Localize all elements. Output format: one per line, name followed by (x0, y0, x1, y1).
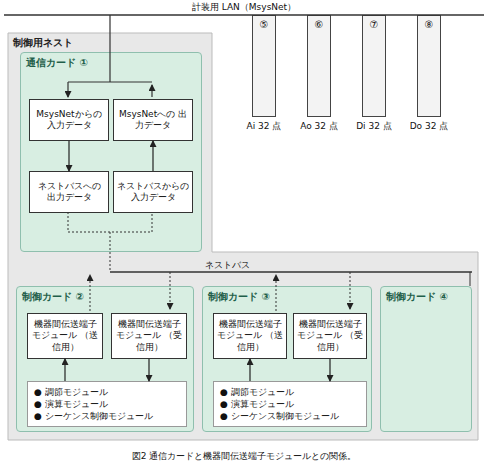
data-box: 機器間伝送端子 モジュール （送信用） (213, 313, 287, 359)
module-body: ⑦ (362, 15, 386, 117)
card-box: 制御カード ② 機器間伝送端子 モジュール （送信用） 機器間伝送端子 モジュール … (16, 286, 194, 432)
data-box: 機器間伝送端子 モジュール （受信用） (111, 313, 187, 359)
box-text: 機器間伝送端子 モジュール （送信用） (217, 319, 283, 353)
data-box: 機器間伝送端子 モジュール （送信用） (27, 313, 103, 359)
connector (329, 359, 330, 381)
module-body: ⑥ (307, 15, 331, 117)
callout-number: ⑤ (253, 19, 275, 30)
box-text: 機器間伝送端子 モジュール （送信用） (31, 319, 99, 353)
box-text: 機器間伝送端子 モジュール （受信用） (297, 319, 363, 353)
bus-link (350, 272, 351, 309)
connector (68, 141, 69, 171)
data-box: ネストバスからの 入力データ (113, 171, 193, 213)
io-module: ⑧ Do 32 点 (407, 15, 451, 139)
lan-in-arrow (67, 82, 68, 97)
callout-number: ⑧ (418, 19, 440, 30)
bus-link (90, 275, 91, 311)
nest-region (8, 33, 478, 440)
box-text: ネストバスからの 入力データ (117, 181, 189, 204)
module-body: ⑤ (252, 15, 276, 117)
connector (152, 141, 153, 171)
card-box: 制御カード ③ 機器間伝送端子 モジュール （送信用） 機器間伝送端子 モジュール … (202, 286, 372, 432)
connector (148, 359, 149, 381)
point-label: Do 32 点 (407, 120, 451, 133)
bus-drop (68, 212, 152, 272)
point-label: Di 32 点 (352, 120, 396, 133)
io-module: ⑤ Ai 32 点 (242, 15, 286, 139)
connector (64, 359, 65, 381)
point-label: Ao 32 点 (297, 120, 341, 133)
card-heading: 制御カード ② (22, 290, 84, 304)
lan-line (4, 14, 484, 15)
bus-link (170, 272, 171, 309)
list-item: ● 調節モジュール (34, 386, 180, 398)
box-text: MsysNetからの 入力データ (33, 109, 105, 132)
lan-drop (68, 15, 152, 82)
data-box: MsysNetからの 入力データ (29, 99, 109, 141)
card-heading: 制御用ネスト (13, 36, 73, 50)
lan-label: 計装用 LAN（MsysNet） (0, 1, 488, 14)
box-text: 機器間伝送端子 モジュール （受信用） (115, 319, 183, 353)
data-box: MsysNetへの 出力データ (113, 99, 193, 141)
list-item: ● 演算モジュール (34, 398, 180, 410)
point-label: Ai 32 点 (242, 120, 286, 133)
box-text: MsysNetへの 出力データ (117, 109, 189, 132)
card-box: 制御カード ④ (380, 286, 472, 432)
nest-bus-line (110, 271, 472, 272)
module-body: ⑧ (417, 15, 441, 117)
bus-link (276, 275, 277, 311)
data-box: 機器間伝送端子 モジュール （受信用） (293, 313, 367, 359)
module-list: ● 調節モジュール● 演算モジュール● シーケンス制御モジュール (213, 381, 367, 427)
list-item: ● 調節モジュール (220, 386, 360, 398)
list-item: ● 演算モジュール (220, 398, 360, 410)
list-item: ● シーケンス制御モジュール (220, 410, 360, 422)
card-heading: 制御カード ③ (208, 290, 270, 304)
connector (249, 359, 250, 381)
io-module: ⑥ Ao 32 点 (297, 15, 341, 139)
io-module: ⑦ Di 32 点 (352, 15, 396, 139)
bus-label: ネストバス (205, 259, 250, 272)
card-box: 通信カード ①MsysNetからの 入力データMsysNetへの 出力データネス… (20, 52, 202, 252)
card-heading: 制御カード ④ (386, 290, 448, 304)
bus-link (470, 272, 471, 286)
card-heading: 通信カード ① (26, 56, 88, 70)
nest-region-box: 制御用ネスト通信カード ① MsysNetからの 入力データ MsysNetへの 出… (8, 33, 478, 440)
module-list: ● 調節モジュール● 演算モジュール● シーケンス制御モジュール (27, 381, 187, 427)
data-box: ネストバスへの 出力データ (29, 171, 109, 213)
caption: 図2 通信カードと機器間伝送端子モジュールとの関係。 (0, 450, 488, 463)
list-item: ● シーケンス制御モジュール (34, 410, 180, 422)
lan-out-arrow (151, 85, 152, 97)
callout-number: ⑥ (308, 19, 330, 30)
box-text: ネストバスへの 出力データ (33, 181, 105, 204)
callout-number: ⑦ (363, 19, 385, 30)
